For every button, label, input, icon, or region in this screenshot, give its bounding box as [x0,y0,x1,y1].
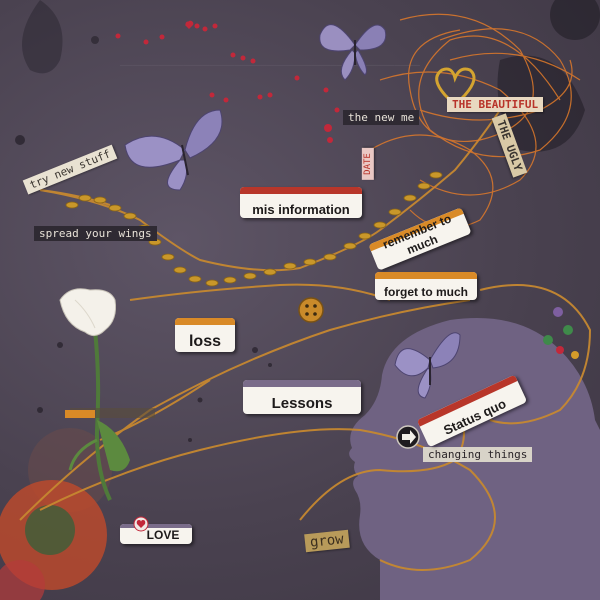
loss-label: loss [175,318,235,352]
spread-your-wings-tape: spread your wings [34,226,157,241]
the-beautiful-tape: THE BEAUTIFUL [447,97,544,112]
changing-things-tape: changing things [423,447,533,462]
lessons-text: Lessons [271,395,333,412]
the-new-me-tape: the new me [343,110,420,125]
loss-text: loss [188,333,221,350]
newsprint-texture: ────────────────────────────────────────… [120,60,420,70]
lessons-label: Lessons [243,380,361,414]
forget-to-much-label: forget to much [375,272,477,300]
love-text: LOVE [146,528,180,542]
forget-to-much-text: forget to much [384,285,468,299]
mis-information-text: mis information [252,202,350,217]
mis-information-label: mis information [240,187,362,218]
